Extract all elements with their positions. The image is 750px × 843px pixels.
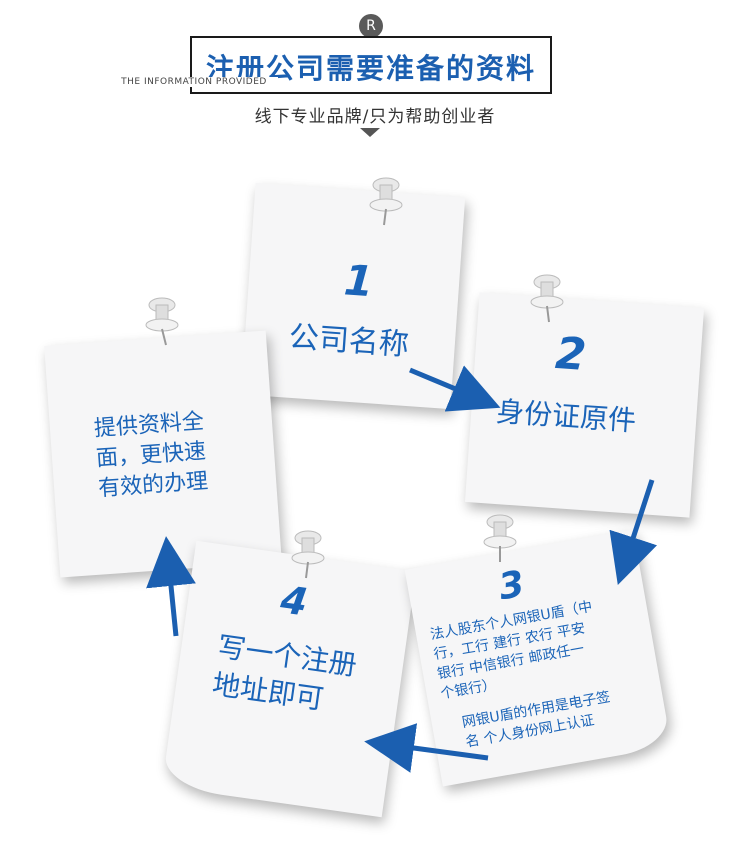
arrow-3-to-4-icon: [364, 723, 489, 773]
pushpin-icon: [369, 177, 403, 226]
pushpin-icon: [291, 530, 325, 579]
down-triangle-icon: [360, 128, 380, 137]
arrow-2-to-3-icon: [609, 479, 658, 586]
registered-badge: R: [359, 14, 383, 38]
arrow-4-to-left-icon: [146, 536, 196, 637]
pushpin-icon: [483, 514, 517, 562]
tagline: 线下专业品牌/只为帮助创业者: [254, 107, 496, 127]
pushpin-icon: [145, 297, 179, 346]
pushpin-icon: [530, 274, 564, 323]
title-subtitle: THE INFORMATION PROVIDED: [110, 77, 278, 87]
arrow-1-to-2-icon: [409, 365, 501, 412]
